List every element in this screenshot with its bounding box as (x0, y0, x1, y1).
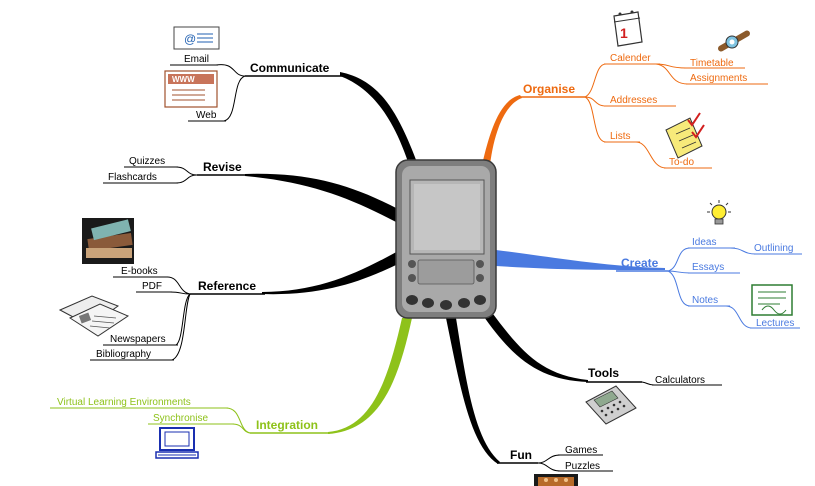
computer-icon (155, 427, 199, 459)
branches (245, 72, 665, 464)
watch-icon (718, 30, 750, 52)
node-outlining: Outlining (754, 243, 793, 254)
node-vle: Virtual Learning Environments (57, 397, 191, 408)
node-bibliography: Bibliography (96, 349, 151, 360)
branch-reference (262, 250, 402, 295)
checklist-icon (665, 112, 705, 159)
node-pdf: PDF (142, 281, 162, 292)
node-title-organise: Organise (523, 82, 575, 96)
node-lists: Lists (610, 131, 631, 142)
node-synchronise: Synchronise (153, 413, 208, 424)
node-addresses: Addresses (610, 95, 657, 106)
svg-text:WWW: WWW (172, 75, 195, 84)
node-title-reference: Reference (198, 279, 256, 293)
group-fun: Fun Games Puzzles (497, 445, 613, 486)
node-todo: To-do (669, 157, 694, 168)
books-icon (82, 218, 134, 264)
node-newspapers: Newspapers (110, 334, 166, 345)
notes-board-icon (751, 284, 793, 316)
pda-device-icon (395, 159, 497, 319)
lightbulb-icon (707, 200, 731, 225)
svg-text:@: @ (184, 32, 196, 46)
node-flashcards: Flashcards (108, 172, 157, 183)
node-assignments: Assignments (690, 73, 747, 84)
node-lectures: Lectures (756, 318, 794, 329)
branch-create (496, 250, 665, 270)
group-tools: Tools Calculators (585, 366, 722, 425)
branch-integration (328, 318, 412, 434)
svg-text:1: 1 (620, 25, 628, 41)
node-ideas: Ideas (692, 237, 716, 248)
group-reference: Reference E-books PDF Newspapers Bibliog… (58, 218, 265, 361)
calculator-icon (585, 385, 637, 425)
node-title-revise: Revise (203, 160, 242, 174)
group-create: Create Ideas Outlining Essays Notes Lect… (616, 200, 802, 329)
node-title-integration: Integration (256, 418, 318, 432)
node-title-create: Create (621, 256, 659, 270)
node-quizzes: Quizzes (129, 156, 165, 167)
group-organise: Organise Calender Timetable Assignments … (518, 10, 768, 169)
node-essays: Essays (692, 262, 724, 273)
node-title-fun: Fun (510, 448, 532, 462)
node-notes: Notes (692, 295, 718, 306)
newspaper-icon (58, 295, 130, 337)
node-email: Email (184, 54, 209, 65)
node-timetable: Timetable (690, 58, 734, 69)
group-integration: Integration Virtual Learning Environment… (50, 397, 330, 459)
email-icon: @ (173, 26, 220, 50)
group-communicate: Communicate Email Web @ WWW (164, 26, 342, 122)
node-calculators: Calculators (655, 375, 705, 386)
branch-revise (245, 173, 400, 222)
calendar-icon: 1 (613, 10, 643, 47)
node-games: Games (565, 445, 597, 456)
game-icon (534, 474, 578, 486)
node-calender: Calender (610, 53, 651, 64)
node-web: Web (196, 110, 217, 121)
group-revise: Revise Quizzes Flashcards (103, 156, 248, 184)
branch-communicate (340, 72, 418, 168)
branch-fun (446, 318, 500, 464)
node-title-communicate: Communicate (250, 61, 330, 75)
branch-organise (482, 95, 522, 165)
node-puzzles: Puzzles (565, 461, 600, 472)
node-ebooks: E-books (121, 266, 158, 277)
web-page-icon: WWW (164, 70, 218, 108)
node-title-tools: Tools (588, 366, 619, 380)
branch-tools (482, 310, 588, 382)
